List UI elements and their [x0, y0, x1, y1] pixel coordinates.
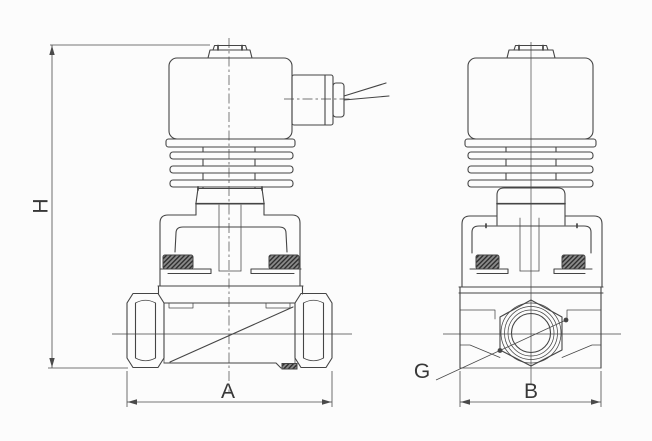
- fin-bar: [169, 179, 294, 188]
- dimension-width-b: B: [459, 371, 602, 407]
- body-tab-right: [265, 302, 291, 309]
- valve-bonnet-side: [458, 215, 604, 294]
- valve-body-front: [163, 302, 298, 370]
- b-arrow-left: [460, 399, 470, 405]
- b-arrow-right: [591, 399, 601, 405]
- a-arrow-right: [322, 399, 332, 405]
- knurled-ring-right: [561, 254, 586, 270]
- wire-top: [343, 82, 387, 97]
- lead-wires: [343, 82, 390, 101]
- solenoid-coil-front: [168, 57, 293, 140]
- fin-bar: [169, 151, 294, 160]
- fin-bar: [467, 151, 594, 160]
- label-height: H: [29, 198, 52, 213]
- front-view: H: [29, 38, 390, 407]
- side-view: G B: [414, 42, 621, 407]
- fin-bar: [467, 179, 594, 188]
- solenoid-coil-side: [467, 57, 594, 140]
- knurled-ring-left: [162, 254, 194, 270]
- body-bottom-edge: [163, 362, 296, 369]
- label-thread-port: G: [414, 360, 430, 383]
- pocket-right-top: [566, 309, 602, 320]
- valve-body-side: [459, 286, 602, 369]
- dimension-height-h: H: [29, 44, 210, 369]
- valve-bonnet-front: [157, 204, 304, 295]
- thread-leader-g: G: [414, 317, 569, 383]
- body-diagonal-line: [169, 306, 294, 363]
- dimension-width-a: A: [126, 371, 333, 407]
- label-width-side: B: [524, 380, 538, 403]
- label-width-front: A: [221, 380, 235, 403]
- seal-block: [281, 363, 298, 370]
- pocket-left-top: [459, 309, 496, 320]
- fin-bar: [169, 165, 294, 174]
- h-arrow-up: [49, 45, 55, 55]
- a-arrow-left: [127, 399, 137, 405]
- g-leader-dot-1: [497, 348, 503, 353]
- knurled-ring-left: [475, 254, 500, 270]
- wire-bottom: [343, 95, 390, 101]
- knurled-ring-right: [268, 254, 300, 270]
- fin-bar: [467, 165, 594, 174]
- coil-base-plate-front: [165, 138, 296, 148]
- armature-neck-front: [195, 185, 265, 216]
- h-arrow-down: [49, 358, 55, 368]
- pocket-right-bottom: [561, 344, 602, 358]
- g-leader-dot-2: [563, 317, 569, 323]
- cooling-fins-front: [169, 146, 294, 189]
- hex-port-nut-right: [294, 292, 333, 369]
- coil-cap-front: [207, 44, 253, 59]
- body-tab-left: [168, 302, 194, 309]
- pocket-left-bottom: [459, 344, 501, 358]
- hex-port-nut-left: [126, 292, 165, 369]
- cooling-fins-side: [467, 146, 594, 189]
- coil-base-plate-side: [464, 138, 597, 148]
- cable-gland: [284, 74, 350, 126]
